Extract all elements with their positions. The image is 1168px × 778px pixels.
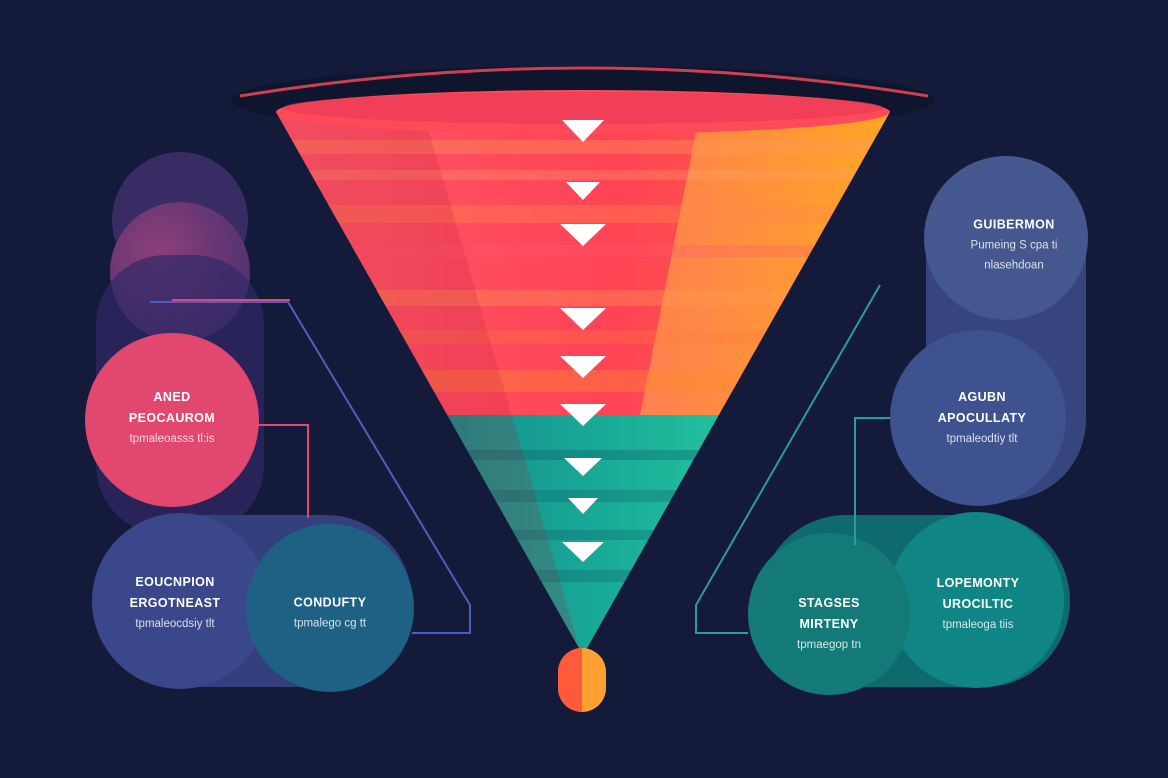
right-stage-4-label: LOPEMONTY UROCILTIC tpmaleoga tiis xyxy=(937,573,1020,635)
right-stage-4-title-line1: LOPEMONTY xyxy=(936,576,1020,590)
right-stage-1-circle xyxy=(924,156,1088,320)
left-stage-2-title-line1: EOUCNPION xyxy=(135,575,215,589)
left-stage-1-circle xyxy=(85,333,259,507)
funnel-output-capsule xyxy=(558,648,606,712)
down-arrow-icon xyxy=(562,120,604,142)
right-stage-1-label: GUIBERMON Pumeing S cpa ti nlasehdoan xyxy=(971,215,1058,276)
right-stage-2-subtitle: tpmaleodtiy tlt xyxy=(946,433,1018,445)
down-arrow-icon xyxy=(560,308,606,330)
left-stage-2-label: EOUCNPION ERGOTNEAST tpmaleocdsiy tlt xyxy=(130,572,221,634)
down-arrow-icon xyxy=(568,498,598,514)
funnel-rim-highlight xyxy=(239,66,929,98)
right-stage-1-title-line1: GUIBERMON xyxy=(973,217,1055,232)
right-stage-4-subtitle: tpmaleoga tiis xyxy=(942,619,1014,631)
right-stage-2-title-line1: AGUBN xyxy=(958,390,1006,404)
right-circle-group xyxy=(748,156,1088,695)
left-stage-3-subtitle: tpmalego cg tt xyxy=(293,617,367,630)
right-stage-3-title-line1: STAGSES xyxy=(798,596,860,610)
left-stage-1-title-line1: ANED xyxy=(153,390,191,404)
right-stage-3-circle xyxy=(748,533,910,695)
down-arrow-icon xyxy=(562,542,604,562)
left-stage-2-subtitle: tpmaleocdsiy tlt xyxy=(135,618,215,630)
right-stage-2-label: AGUBN APOCULLATY tpmaleodtiy tlt xyxy=(938,387,1027,449)
left-stage-1-title-line2: PEOCAUROM xyxy=(128,411,216,425)
down-arrow-icon xyxy=(560,404,606,426)
down-arrow-icon xyxy=(566,182,600,200)
stage-arrows xyxy=(560,120,606,562)
right-stage-3-label: STAGSES MIRTENY tpmaegop tn xyxy=(797,593,861,655)
down-arrow-icon xyxy=(560,224,606,246)
left-circle-group xyxy=(85,152,414,692)
right-stage-2-circle xyxy=(890,330,1066,506)
left-stage-3-title-line1: CONDUFTY xyxy=(293,595,367,610)
left-stage-3-circle xyxy=(246,524,414,692)
right-stage-3-title-line2: MIRTENY xyxy=(799,617,859,631)
left-stage-3-label: CONDUFTY tpmalego cg tt xyxy=(294,593,367,634)
right-stage-4-title-line2: UROCILTIC xyxy=(942,597,1014,611)
left-stage-2-circle xyxy=(92,513,268,689)
right-stage-3-subtitle: tpmaegop tn xyxy=(797,639,861,651)
down-arrow-icon xyxy=(564,458,602,476)
right-stage-1-title-line2: Pumeing S cpa ti xyxy=(970,239,1058,252)
right-stage-2-title-line2: APOCULLATY xyxy=(937,411,1027,425)
left-stage-1-subtitle: tpmaleoasss tl:is xyxy=(129,433,215,445)
down-arrow-icon xyxy=(560,356,606,378)
right-stage-4-circle xyxy=(888,512,1064,688)
connector-lines xyxy=(150,284,890,634)
left-stage-2-title-line2: ERGOTNEAST xyxy=(129,596,221,610)
left-stage-1-label: ANED PEOCAUROM tpmaleoasss tl:is xyxy=(129,387,215,449)
right-stage-1-subtitle: nlasehdoan xyxy=(984,259,1044,272)
